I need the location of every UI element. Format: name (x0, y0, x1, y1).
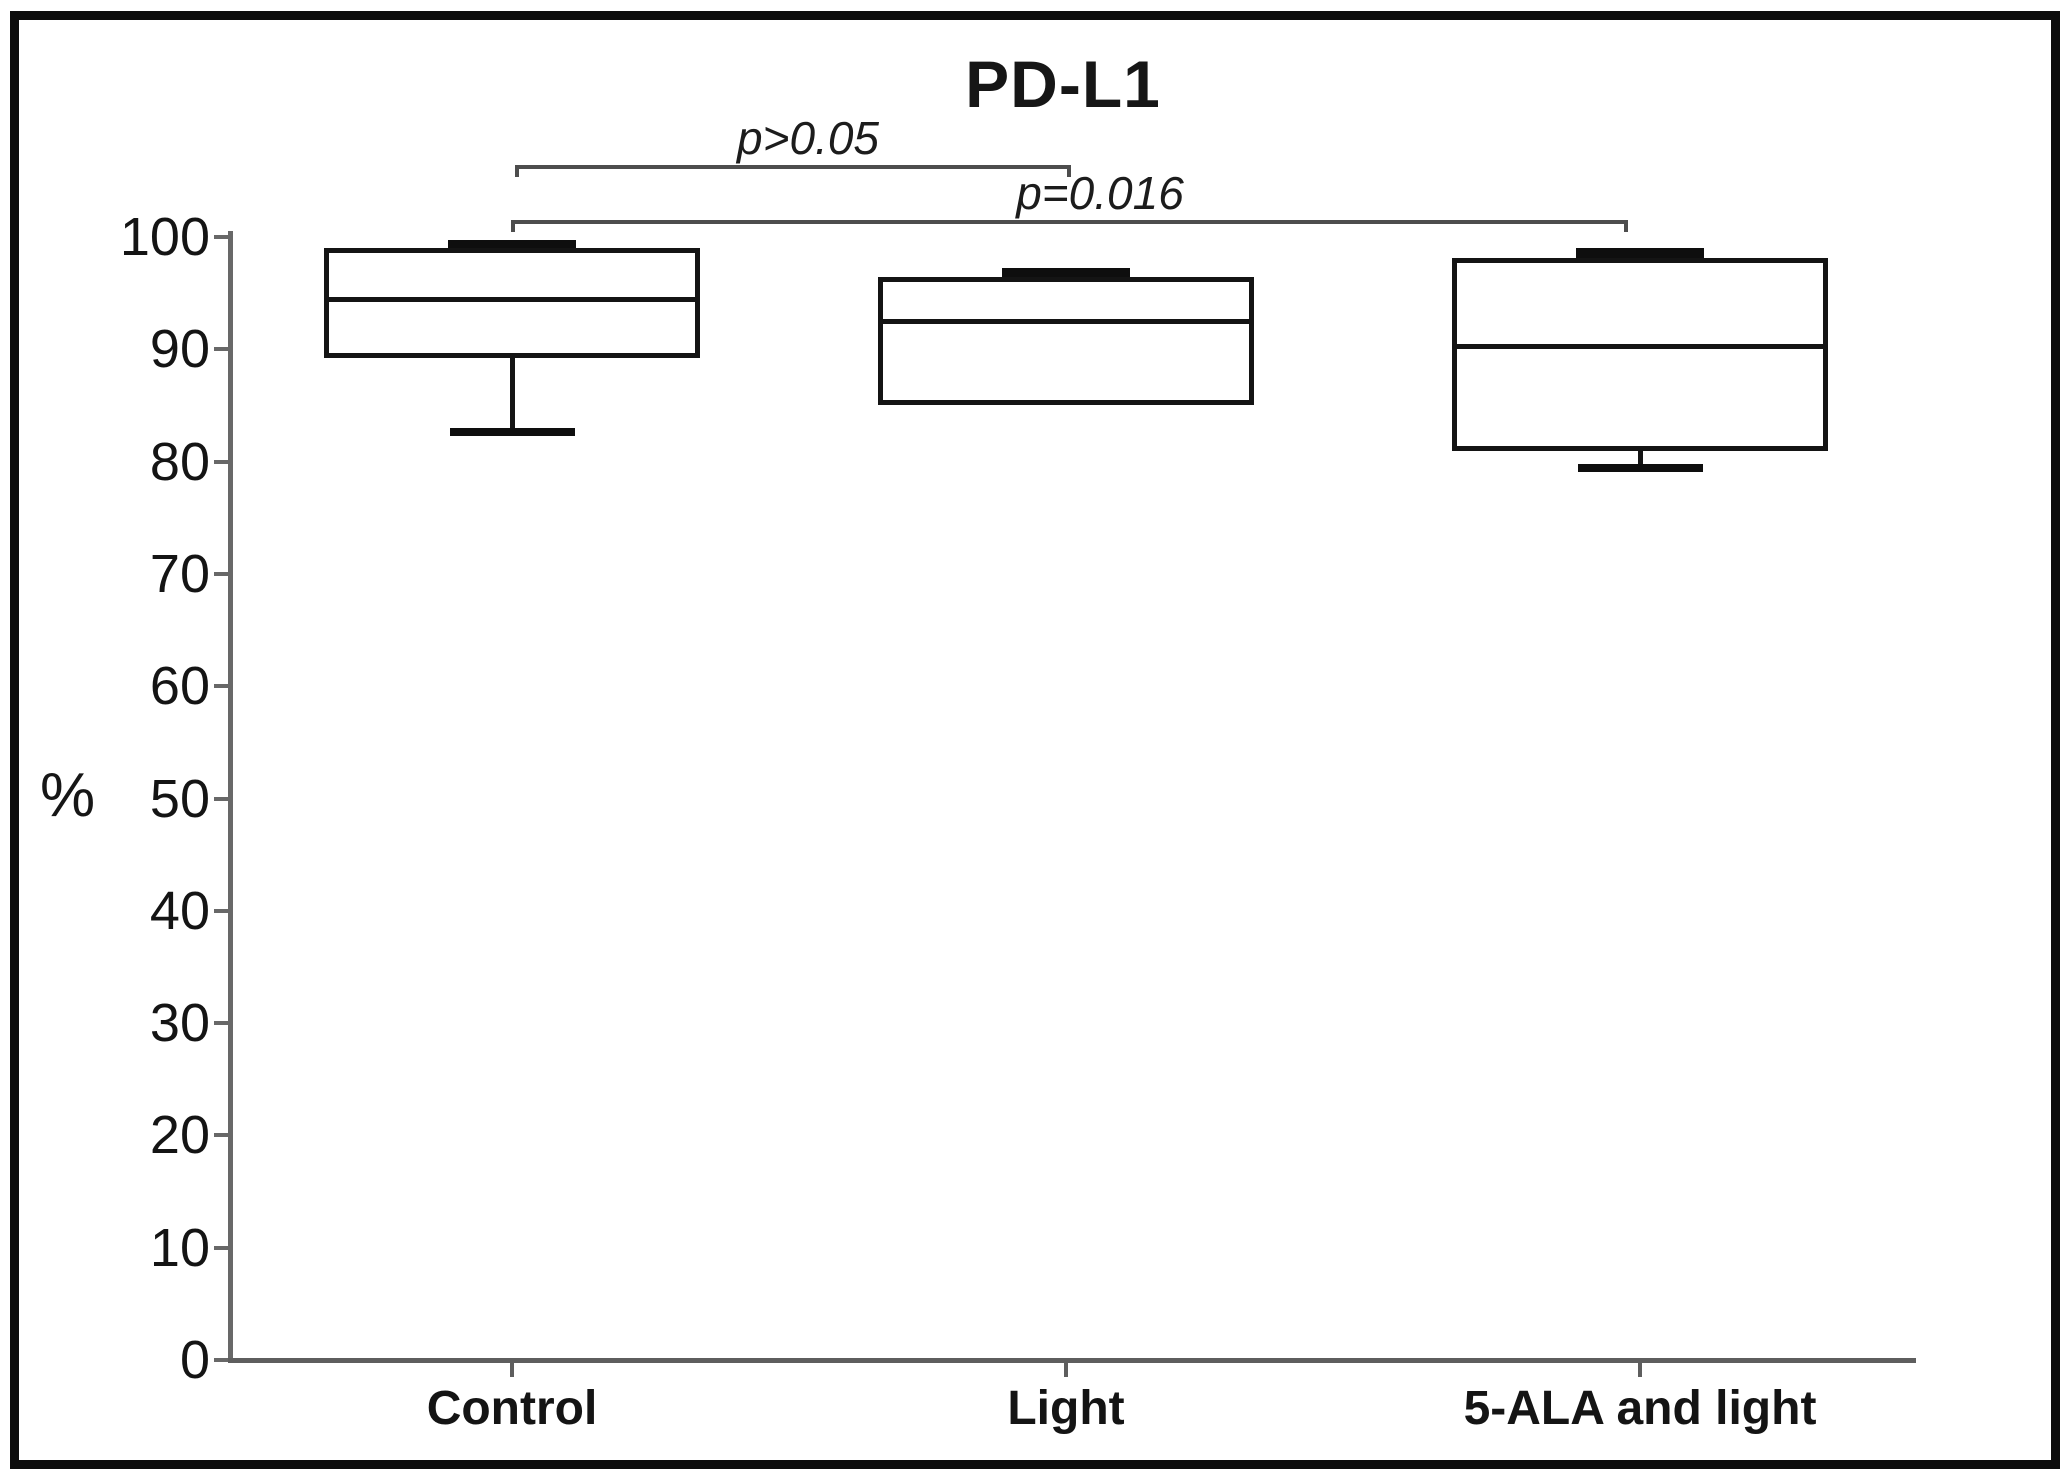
y-tick-label: 100 (119, 207, 210, 267)
box-lower-whisker (1638, 451, 1643, 469)
significance-line (511, 220, 1628, 224)
y-tick-label: 80 (149, 431, 210, 492)
y-tick-label: 10 (149, 1217, 210, 1278)
box-median-line (878, 319, 1254, 325)
box-median-line (324, 296, 700, 302)
y-tick-label: 30 (149, 993, 210, 1054)
significance-line (515, 165, 1071, 169)
y-axis-line (228, 231, 233, 1362)
box-median-line (1452, 343, 1828, 349)
y-tick-mark (214, 684, 228, 689)
y-tick-mark (214, 571, 228, 576)
y-tick-label: 40 (149, 880, 210, 941)
y-tick-label: 90 (149, 319, 210, 380)
significance-hook-right (1624, 220, 1628, 232)
significance-hook-left (511, 220, 515, 232)
box-iqr (878, 277, 1254, 406)
box-min-cap (1577, 464, 1703, 473)
y-tick-mark (214, 1021, 228, 1026)
chart-title: PD-L1 (965, 47, 1161, 121)
significance-hook-left (515, 165, 519, 177)
y-axis-label: % (40, 761, 96, 830)
box-min-cap (449, 428, 575, 437)
figure-border (10, 11, 2060, 1469)
y-tick-mark (214, 347, 228, 352)
box-max-cap (1576, 247, 1704, 258)
box-iqr (1452, 258, 1828, 452)
x-tick-mark (1638, 1362, 1642, 1377)
x-category-label: Light (1007, 1382, 1125, 1435)
y-tick-mark (214, 235, 228, 239)
p-value-label: p=0.016 (1016, 167, 1184, 219)
y-tick-label: 70 (149, 543, 210, 604)
y-tick-mark (214, 1133, 228, 1138)
x-category-label: 5-ALA and light (1463, 1382, 1817, 1435)
y-tick-mark (214, 1245, 228, 1250)
box-iqr (324, 248, 700, 359)
y-tick-label: 20 (149, 1105, 210, 1166)
box-max-cap (1002, 267, 1130, 278)
p-value-label: p>0.05 (737, 112, 879, 164)
y-tick-label: 50 (149, 768, 210, 829)
y-tick-mark (214, 908, 228, 913)
y-tick-label: 0 (179, 1330, 210, 1390)
y-tick-mark (214, 459, 228, 464)
x-tick-mark (1064, 1362, 1068, 1377)
x-axis-line (228, 1358, 1916, 1363)
y-tick-mark (214, 796, 228, 801)
box-max-cap (448, 239, 576, 250)
x-category-label: Control (426, 1382, 598, 1435)
y-tick-label: 60 (149, 656, 210, 717)
y-tick-mark (214, 1358, 228, 1362)
box-lower-whisker (510, 358, 515, 433)
x-tick-mark (510, 1362, 514, 1377)
significance-hook-right (1067, 165, 1071, 177)
